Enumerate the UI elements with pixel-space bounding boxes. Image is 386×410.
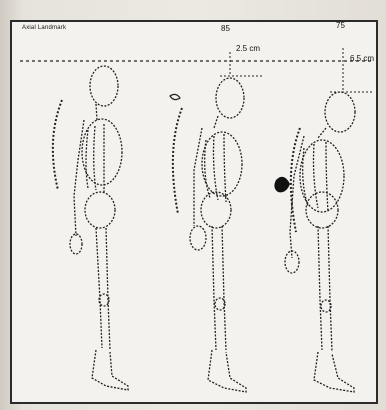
skeleton-upright <box>70 66 128 390</box>
curve-marker-2 <box>170 94 180 99</box>
skeleton-stooped <box>190 78 246 392</box>
spine-curve-kyphotic <box>291 128 300 232</box>
curve-marker-3 <box>274 177 290 193</box>
skeleton-kyphotic <box>285 92 355 392</box>
stage-3-displacement: 6.5 cm <box>350 54 374 63</box>
spine-curve-upright <box>53 100 62 190</box>
spine-curve-stooped <box>173 108 182 214</box>
stage-3-age: 75 <box>336 21 345 30</box>
stage-2-displacement: 2.5 cm <box>236 44 260 53</box>
stage-2-age: 85 <box>221 24 230 33</box>
reference-level-label: Axial Landmark <box>22 25 66 31</box>
